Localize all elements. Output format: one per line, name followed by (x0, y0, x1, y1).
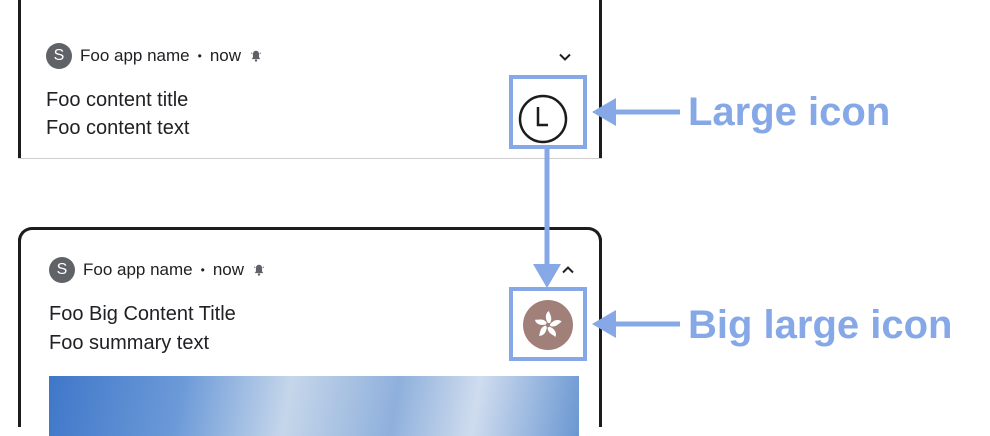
chevron-up-icon[interactable] (561, 265, 575, 275)
notification-header: S Foo app name • now (46, 43, 263, 69)
large-icon-label: Large icon (688, 90, 891, 134)
app-icon: S (49, 257, 75, 283)
arrow-head-large-to-big (533, 264, 561, 288)
chevron-down-icon[interactable] (558, 52, 572, 62)
app-icon: S (46, 43, 72, 69)
content-title: Foo content title (46, 89, 189, 111)
big-large-icon-highlight (509, 287, 587, 361)
timestamp: now (212, 260, 245, 279)
bell-icon (253, 264, 265, 276)
content-text: Foo content text (46, 117, 190, 139)
summary-text: Foo summary text (49, 332, 210, 354)
bell-icon (250, 50, 262, 62)
header-separator: • (200, 263, 205, 277)
app-name: Foo app name (80, 46, 190, 65)
header-separator: • (197, 49, 202, 63)
bauhinia-flower-icon (523, 300, 573, 350)
big-large-icon-label: Big large icon (688, 303, 953, 347)
annotation-arrows (533, 98, 680, 338)
big-content-title: Foo Big Content Title (49, 303, 236, 325)
app-name: Foo app name (83, 260, 193, 279)
large-icon-highlight (509, 75, 587, 149)
collapsed-notification[interactable]: S Foo app name • now Foo content title F… (18, 0, 602, 158)
arrow-head-large-icon (592, 98, 616, 126)
arrow-head-big-large-icon (592, 310, 616, 338)
clock-icon (518, 94, 568, 144)
timestamp: now (209, 46, 242, 65)
notification-header: S Foo app name • now (49, 257, 266, 283)
